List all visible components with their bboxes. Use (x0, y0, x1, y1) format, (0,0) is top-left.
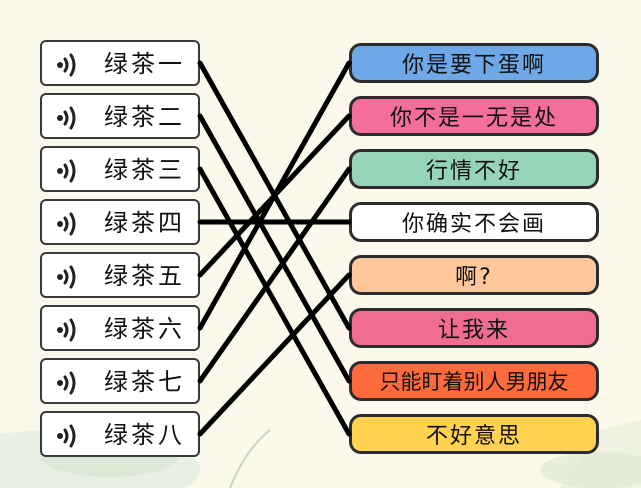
left-item-3[interactable]: 绿茶三 (40, 146, 200, 192)
speaker-icon[interactable] (55, 211, 81, 237)
left-item-label: 绿茶一 (104, 50, 185, 78)
speaker-icon[interactable] (55, 423, 81, 449)
speaker-icon[interactable] (55, 370, 81, 396)
speaker-icon[interactable] (55, 52, 81, 78)
left-item-5[interactable]: 绿茶五 (40, 252, 200, 298)
left-item-label: 绿茶七 (104, 368, 185, 396)
right-item-3[interactable]: 行情不好 (349, 149, 599, 189)
left-item-label: 绿茶五 (104, 262, 185, 290)
left-item-7[interactable]: 绿茶七 (40, 358, 200, 404)
left-item-label: 绿茶二 (104, 103, 185, 131)
left-item-label: 绿茶八 (104, 421, 185, 449)
speaker-icon[interactable] (55, 317, 81, 343)
right-item-6[interactable]: 让我来 (349, 308, 599, 348)
left-item-2[interactable]: 绿茶二 (40, 93, 200, 139)
left-item-8[interactable]: 绿茶八 (40, 411, 200, 457)
left-item-label: 绿茶三 (104, 156, 185, 184)
left-item-1[interactable]: 绿茶一 (40, 40, 200, 86)
right-item-5[interactable]: 啊? (349, 255, 599, 295)
right-item-2[interactable]: 你不是一无是处 (349, 96, 599, 136)
left-item-6[interactable]: 绿茶六 (40, 305, 200, 351)
speaker-icon[interactable] (55, 105, 81, 131)
right-item-1[interactable]: 你是要下蛋啊 (349, 43, 599, 83)
right-item-8[interactable]: 不好意思 (349, 414, 599, 454)
left-item-label: 绿茶四 (104, 209, 185, 237)
speaker-icon[interactable] (55, 158, 81, 184)
speaker-icon[interactable] (55, 264, 81, 290)
right-item-7[interactable]: 只能盯着别人男朋友 (349, 361, 599, 401)
right-item-4[interactable]: 你确实不会画 (349, 202, 599, 242)
left-item-4[interactable]: 绿茶四 (40, 199, 200, 245)
left-item-label: 绿茶六 (104, 315, 185, 343)
